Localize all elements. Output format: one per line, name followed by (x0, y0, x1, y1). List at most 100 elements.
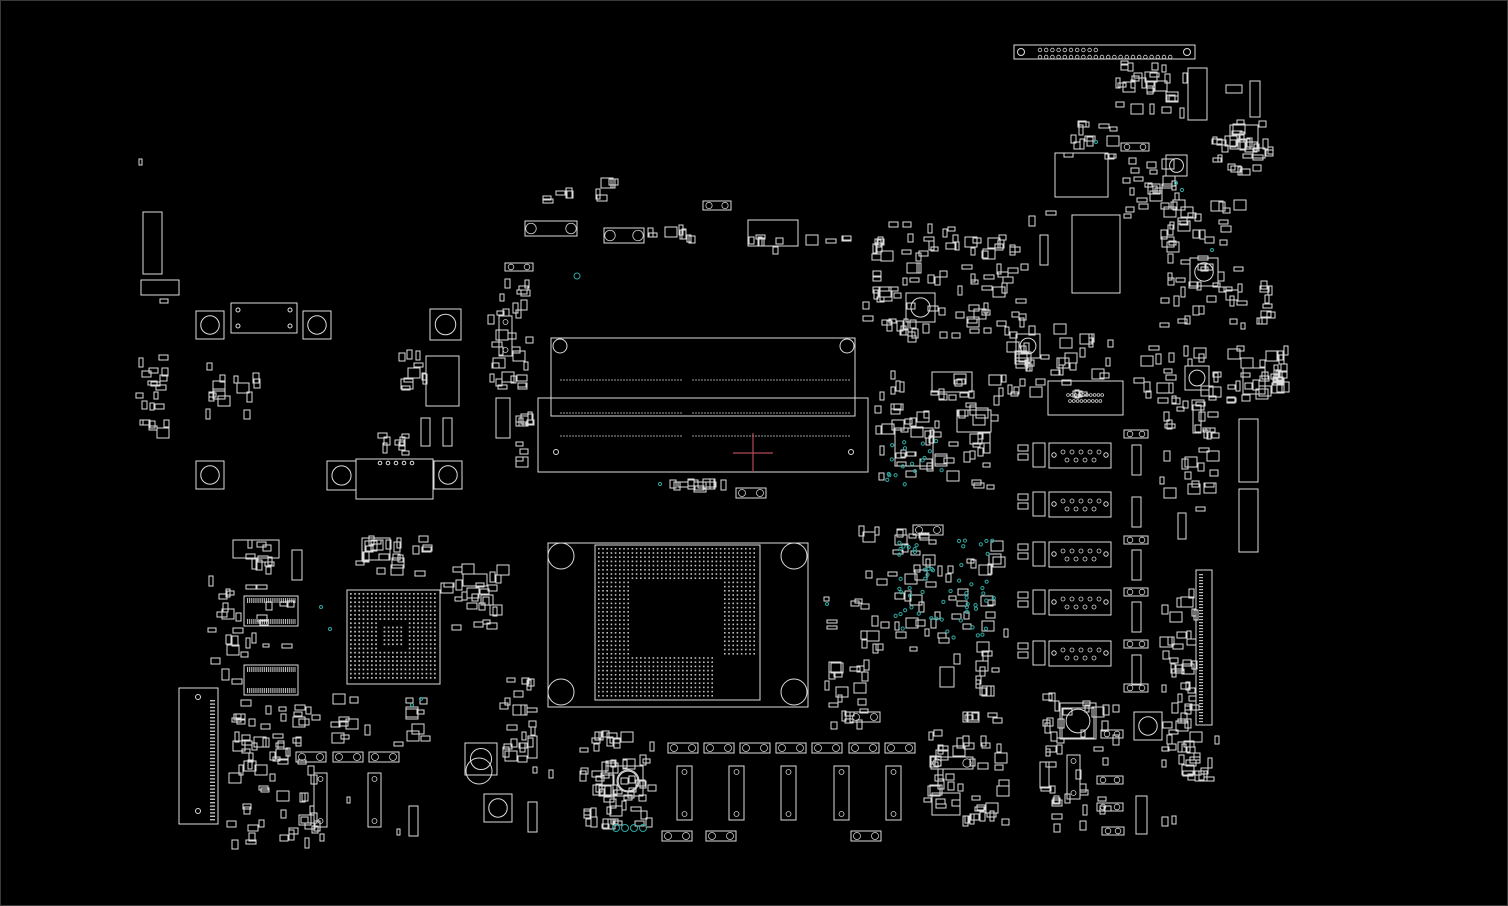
cpu-pin (736, 653, 739, 655)
connector-dsub-1[interactable] (1047, 380, 1124, 416)
cpu-pin (740, 653, 743, 655)
cpu-pin (732, 632, 734, 634)
cpu-pin (690, 577, 692, 579)
cpu-socket[interactable] (547, 542, 809, 708)
cpu-pin (627, 661, 629, 663)
cpu-pin (707, 686, 709, 689)
cpu-pin (728, 644, 730, 647)
connector-vga[interactable] (355, 458, 434, 500)
cpu-pin (703, 552, 705, 554)
connector-header-2[interactable] (1048, 491, 1112, 518)
connector-side-1[interactable] (1238, 418, 1259, 483)
cpu-pin (610, 598, 613, 600)
cpu-pin (745, 619, 747, 621)
cpu-pin (686, 657, 688, 659)
cpu-pin (623, 560, 625, 563)
cpu-pin (669, 573, 671, 575)
cpu-pin (749, 653, 751, 655)
cpu-pin (606, 690, 608, 693)
cpu-pin (623, 573, 625, 575)
cpu-pin (728, 611, 730, 613)
cpu-pin (719, 577, 722, 579)
cpu-pin (736, 632, 739, 634)
cpu-pin (740, 640, 743, 642)
cpu-pin (614, 581, 617, 584)
dimm-socket-upper[interactable] (550, 337, 856, 417)
cpu-pin (690, 695, 692, 697)
connector-side-2[interactable] (1238, 488, 1259, 553)
cpu-pin (740, 581, 743, 584)
cpu-pin (614, 682, 617, 684)
dimm-socket-lower[interactable] (537, 397, 869, 473)
connector-port-2[interactable] (1071, 214, 1121, 294)
cpu-pin (740, 556, 743, 558)
cpu-pin (673, 552, 676, 554)
cpu-pin (665, 657, 667, 659)
cpu-pin (694, 669, 697, 672)
connector-left-strip[interactable] (140, 279, 180, 296)
cpu-pin (728, 560, 730, 563)
cpu-pin (610, 695, 613, 697)
cpu-pin (736, 606, 739, 609)
bga-chip-left[interactable] (346, 589, 441, 685)
connector-audio[interactable] (425, 355, 460, 407)
cpu-pin (728, 573, 730, 575)
cpu-pin (690, 548, 692, 550)
cpu-pin (724, 648, 726, 651)
cpu-pin (598, 665, 600, 668)
cpu-pin (724, 636, 726, 638)
edge-slot-right[interactable] (1195, 569, 1213, 726)
cpu-pin (677, 569, 680, 571)
cpu-pin (728, 552, 730, 554)
cpu-pin (719, 569, 722, 571)
cpu-pin (631, 695, 634, 697)
cpu-pin (606, 644, 608, 647)
cpu-pin (682, 661, 684, 663)
cpu-pin (724, 548, 726, 550)
cpu-pin (619, 623, 621, 626)
cpu-pin (640, 669, 642, 672)
top-header-connector[interactable] (1013, 44, 1196, 60)
cpu-pin (602, 581, 604, 584)
cpu-pin (732, 644, 734, 647)
cpu-pin (728, 648, 730, 651)
cpu-pin (619, 640, 621, 642)
cpu-pin (703, 695, 705, 697)
cpu-pin (598, 573, 600, 575)
cpu-pin (669, 686, 671, 689)
memory-chip-2[interactable] (243, 664, 299, 696)
cpu-pin (677, 564, 680, 567)
cpu-pin (698, 556, 701, 558)
connector-left-wide[interactable] (230, 302, 298, 334)
cpu-pin (703, 569, 705, 571)
cpu-pin (711, 657, 713, 659)
cpu-pin (732, 569, 734, 571)
cpu-pin (694, 665, 697, 668)
cpu-pin (644, 669, 646, 672)
cpu-pin (631, 556, 634, 558)
cpu-pin (623, 686, 625, 689)
cpu-pin (724, 623, 726, 626)
cpu-pin (690, 569, 692, 571)
cpu-pin (753, 590, 755, 592)
cpu-pin (648, 661, 650, 663)
cpu-pin (606, 661, 608, 663)
cpu-pin (614, 569, 617, 571)
cpu-pin (652, 577, 655, 579)
connector-header-3[interactable] (1048, 541, 1112, 568)
cpu-pin (703, 661, 705, 663)
cpu-pin (619, 606, 621, 609)
cpu-pin (682, 548, 684, 550)
connector-header-1[interactable] (1048, 442, 1112, 469)
connector-header-5[interactable] (1048, 640, 1112, 667)
cpu-pin (690, 665, 692, 668)
connector-header-4[interactable] (1048, 589, 1112, 616)
connector-port-1[interactable] (1054, 152, 1109, 198)
cpu-pin (707, 573, 709, 575)
connector-left-vertical[interactable] (142, 211, 163, 275)
cpu-pin (614, 653, 617, 655)
cpu-pin (606, 615, 608, 617)
edge-slot-left[interactable] (178, 687, 219, 825)
cpu-pin (610, 665, 613, 668)
